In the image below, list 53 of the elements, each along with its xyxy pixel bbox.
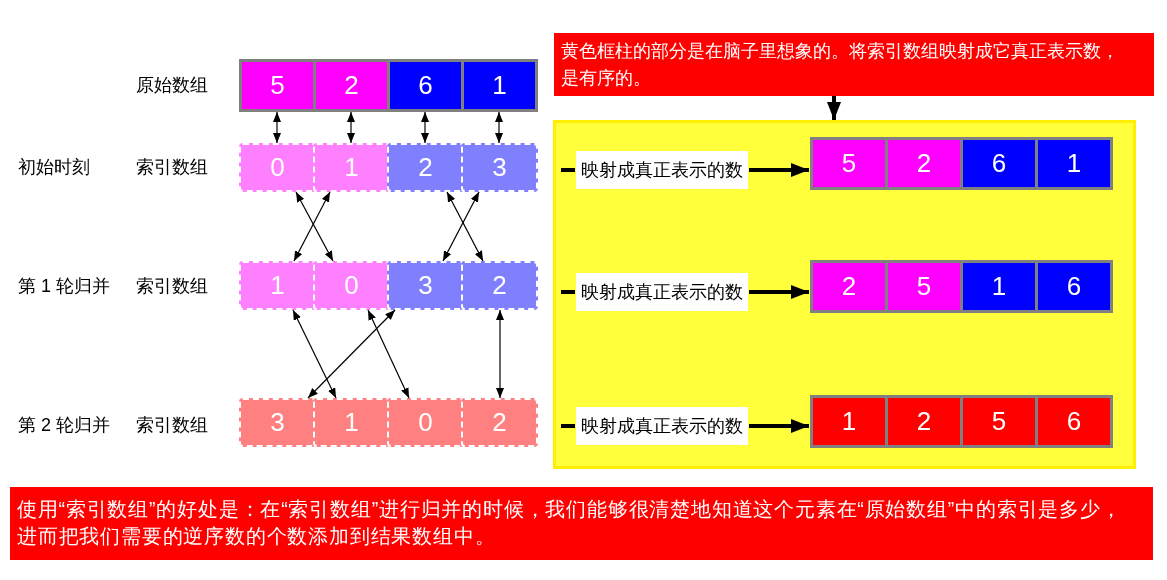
array-cell: 1: [810, 395, 888, 448]
row-label: 索引数组: [136, 414, 208, 437]
edge-label: 映射成真正表示的数: [576, 407, 748, 445]
array-cell: 0: [239, 143, 316, 192]
array-cell: 1: [1035, 137, 1113, 190]
arrow: [559, 163, 811, 177]
double-arrow: [307, 309, 396, 399]
double-arrow: [273, 111, 281, 144]
array-cell: 1: [239, 261, 316, 310]
arrow: [827, 96, 841, 120]
array-cell: 3: [387, 261, 464, 310]
array-cell: 2: [387, 143, 464, 192]
array-cell: 2: [313, 59, 390, 112]
array-cell: 1: [960, 260, 1038, 313]
double-arrow: [496, 309, 504, 399]
row-label: 索引数组: [136, 275, 208, 298]
array-cell: 1: [313, 143, 390, 192]
array-cell: 1: [461, 59, 538, 112]
array-cell: 6: [1035, 395, 1113, 448]
row-label: 第 1 轮归并: [18, 275, 110, 298]
array-cell: 3: [461, 143, 538, 192]
highlight-panel: [553, 120, 1136, 469]
edge-label: 映射成真正表示的数: [576, 273, 748, 311]
array-cell: 0: [313, 261, 390, 310]
double-arrow: [421, 111, 429, 144]
array-cell: 2: [885, 395, 963, 448]
double-arrow: [367, 309, 410, 399]
row-label: 原始数组: [136, 74, 208, 97]
array-cell: 5: [239, 59, 316, 112]
double-arrow: [292, 309, 337, 399]
edge-label: 映射成真正表示的数: [576, 151, 748, 189]
double-arrow: [347, 111, 355, 144]
array-cell: 6: [960, 137, 1038, 190]
row-label: 初始时刻: [18, 156, 90, 179]
note-box: 黄色框柱的部分是在脑子里想象的。将索引数组映射成它真正表示数，是有序的。: [554, 33, 1154, 96]
row-label: 第 2 轮归并: [18, 414, 110, 437]
array-cell: 5: [885, 260, 963, 313]
double-arrow: [495, 111, 503, 144]
array-cell: 0: [387, 398, 464, 447]
arrow: [559, 285, 811, 299]
array-cell: 2: [461, 261, 538, 310]
array-cell: 2: [885, 137, 963, 190]
array-cell: 1: [313, 398, 390, 447]
row-label: 索引数组: [136, 156, 208, 179]
array-cell: 5: [960, 395, 1038, 448]
arrow: [559, 419, 811, 433]
note-box: 使用“索引数组”的好处是：在“索引数组”进行归并的时候，我们能够很清楚地知道这个元素在“原始数组”中的索引是多少，进而把我们需要的逆序数的个数添加到结果数组中。: [10, 487, 1153, 560]
array-cell: 6: [1035, 260, 1113, 313]
array-cell: 2: [810, 260, 888, 313]
array-cell: 6: [387, 59, 464, 112]
array-cell: 5: [810, 137, 888, 190]
array-cell: 2: [461, 398, 538, 447]
array-cell: 3: [239, 398, 316, 447]
